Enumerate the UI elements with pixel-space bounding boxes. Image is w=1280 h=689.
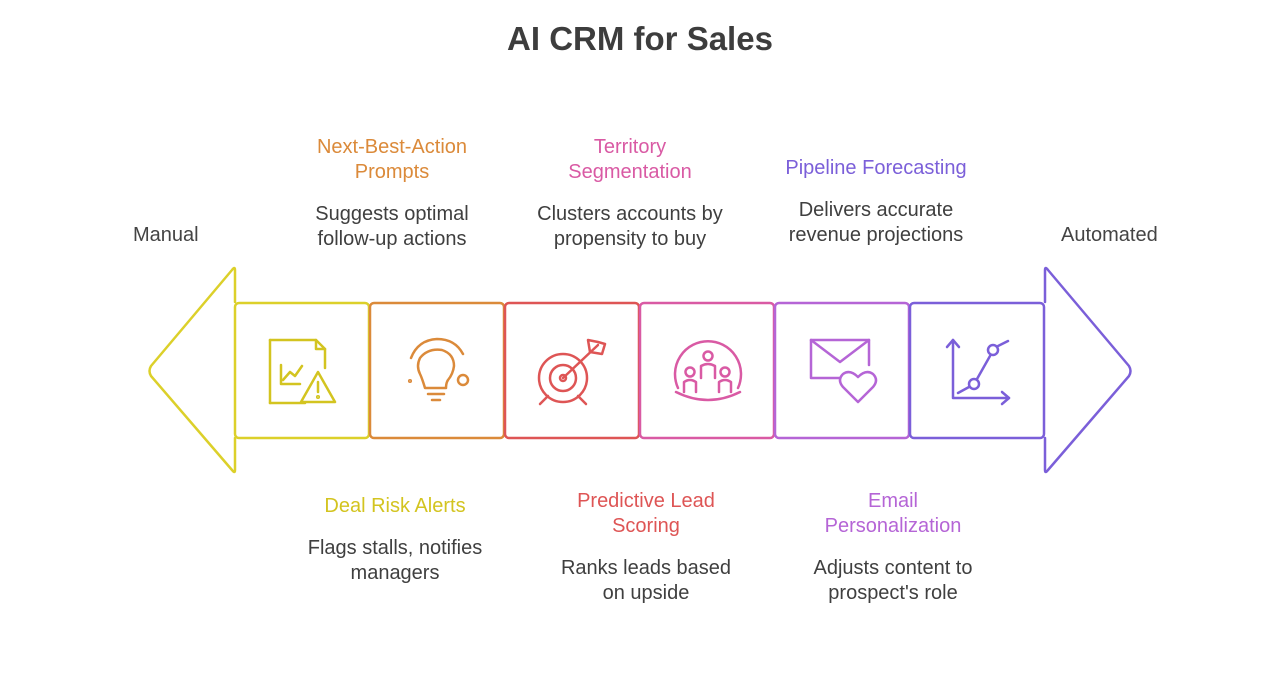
item-title: Predictive Lead Scoring [577,490,715,537]
envelope-heart-icon [809,338,878,404]
segment-territory [638,301,776,440]
left-arrowhead [148,266,237,474]
item-description: Delivers accurate revenue projections [788,199,964,246]
lightbulb-icon [407,337,470,402]
right-arrowhead [1043,266,1132,474]
group-people-icon [673,340,743,402]
segment-deal-risk [233,301,371,440]
growth-chart-icon [945,338,1011,406]
target-arrow-icon [537,338,607,406]
diagram-title: AI CRM for Sales [507,20,773,57]
item-title: Pipeline Forecasting [785,157,967,179]
item-next-best-action: Next-Best-Action Prompts Suggests optima… [262,135,522,252]
automated-label: Automated [1061,224,1158,246]
item-description: Flags stalls, notifies managers [307,537,483,584]
segment-email [773,301,911,440]
item-email-personalization: Email Personalization Adjusts content to… [763,489,1023,606]
item-description: Clusters accounts by propensity to buy [537,203,723,250]
segment-next-best-action [368,301,506,440]
item-title: Deal Risk Alerts [324,495,466,517]
item-title: Email Personalization [824,490,962,537]
item-deal-risk-alerts: Deal Risk Alerts Flags stalls, notifies … [265,494,525,586]
document-chart-warning-icon [268,338,337,405]
manual-label: Manual [133,224,199,246]
item-description: Adjusts content to prospect's role [813,557,973,604]
item-predictive-lead-scoring: Predictive Lead Scoring Ranks leads base… [516,489,776,606]
segment-pipeline [908,301,1046,440]
item-description: Suggests optimal follow-up actions [315,203,469,250]
item-title: Next-Best-Action Prompts [316,136,468,183]
item-title: Territory Segmentation [568,136,692,183]
item-territory-segmentation: Territory Segmentation Clusters accounts… [500,135,760,252]
item-description: Ranks leads based on upside [560,557,732,604]
item-pipeline-forecasting: Pipeline Forecasting Delivers accurate r… [746,156,1006,248]
